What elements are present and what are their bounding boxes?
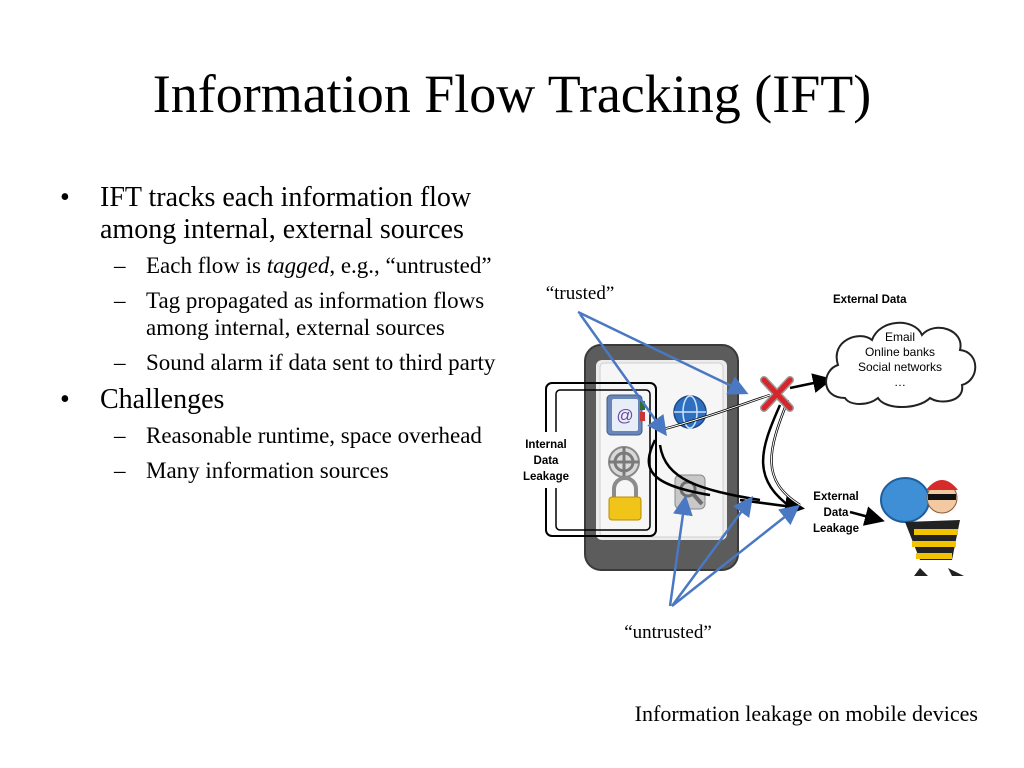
external-leak-label: Leakage xyxy=(813,523,859,535)
sub-bullet-item: – Each flow is tagged, e.g., “untrusted” xyxy=(60,252,510,279)
internal-leak-label: Internal xyxy=(525,439,567,451)
cloud-item: Email xyxy=(885,330,915,344)
slide-title: Information Flow Tracking (IFT) xyxy=(152,64,872,124)
sub-bullet-item: – Many information sources xyxy=(60,457,510,484)
sub-bullet-item: – Reasonable runtime, space overhead xyxy=(60,422,510,449)
internal-leak-label: Data xyxy=(534,455,560,467)
dash-mark: – xyxy=(114,288,126,313)
sub-bullet-text: Each flow is xyxy=(146,253,267,278)
figure-caption: Information leakage on mobile devices xyxy=(634,701,978,726)
globe-icon xyxy=(673,395,707,429)
bullet-text: Challenges xyxy=(100,384,225,415)
sub-bullet-item: – Tag propagated as information flows am… xyxy=(60,287,510,341)
cloud-shape xyxy=(825,321,977,408)
untrusted-label: “untrusted” xyxy=(624,622,712,643)
blocked-cross-icon xyxy=(760,376,794,412)
internal-leak-label-bg xyxy=(515,432,573,488)
sub-bullet-text: Sound alarm if data sent to third party xyxy=(146,350,496,375)
external-leak-label: Data xyxy=(824,507,850,519)
external-data-title: External Data xyxy=(833,294,907,306)
bullet-list: • IFT tracks each information flow among… xyxy=(60,182,510,492)
cloud-item: … xyxy=(894,375,906,389)
lock-icon xyxy=(608,476,642,521)
address-book-icon: @ xyxy=(606,394,645,436)
bullet-item: • Challenges xyxy=(60,384,510,416)
internal-leakage-bracket xyxy=(545,382,657,537)
data-flow-highlights xyxy=(659,394,801,506)
information-leakage-diagram: @ Internal Data Leakage xyxy=(515,283,977,643)
sub-bullet-item: – Sound alarm if data sent to third part… xyxy=(60,349,510,376)
trusted-label: “trusted” xyxy=(546,283,615,304)
bullet-mark: • xyxy=(60,384,70,415)
sub-bullet-text: Many information sources xyxy=(146,458,389,483)
sub-bullet-text: Reasonable runtime, space overhead xyxy=(146,423,482,448)
thief-icon xyxy=(880,477,964,576)
cloud-item: Social networks xyxy=(858,360,942,374)
sub-bullet-text-tail: , e.g., “untrusted” xyxy=(329,253,492,278)
cloud-item: Online banks xyxy=(865,345,935,359)
external-leak-label: External xyxy=(813,491,858,503)
bullet-mark: • xyxy=(60,182,70,213)
bullet-text: IFT tracks each information flow among i… xyxy=(100,182,472,245)
dash-mark: – xyxy=(114,423,126,448)
dash-mark: – xyxy=(114,350,126,375)
sub-bullet-text: Tag propagated as information flows amon… xyxy=(146,288,485,340)
location-icon xyxy=(608,446,640,478)
dash-mark: – xyxy=(114,458,126,483)
emphasis-text: tagged xyxy=(266,253,330,278)
internal-leakage-bracket-inner xyxy=(555,389,651,531)
bullet-item: • IFT tracks each information flow among… xyxy=(60,182,510,246)
dash-mark: – xyxy=(114,253,126,278)
internal-leak-label: Leakage xyxy=(523,471,569,483)
tag-arrows xyxy=(577,310,800,607)
svg-text:@: @ xyxy=(616,406,633,425)
